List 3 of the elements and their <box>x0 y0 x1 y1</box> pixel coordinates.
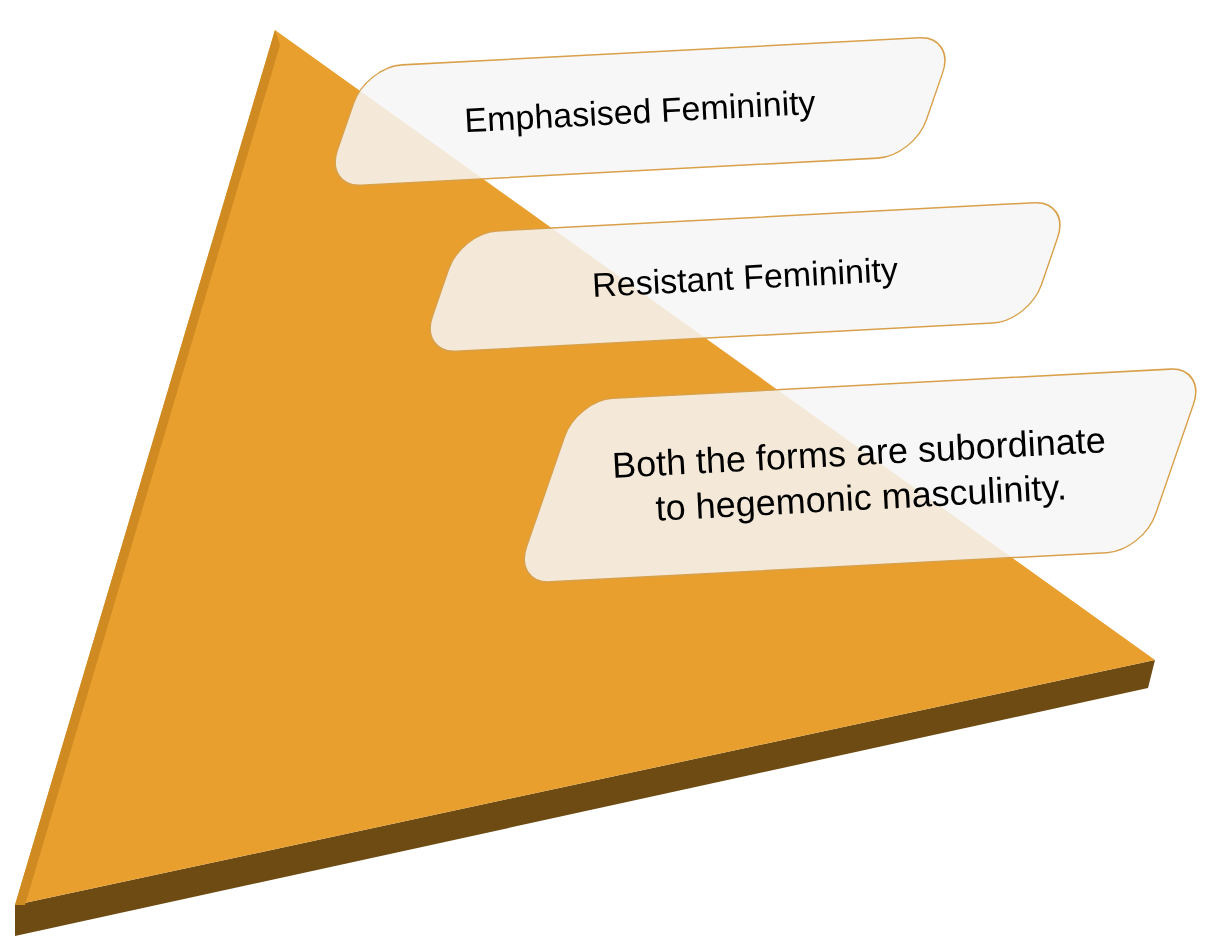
card-text: Emphasised Femininity <box>462 81 818 141</box>
card-text: Both the forms are subordinate to hegemonic masculinity. <box>609 418 1108 531</box>
card-text: Resistant Femininity <box>590 248 900 306</box>
